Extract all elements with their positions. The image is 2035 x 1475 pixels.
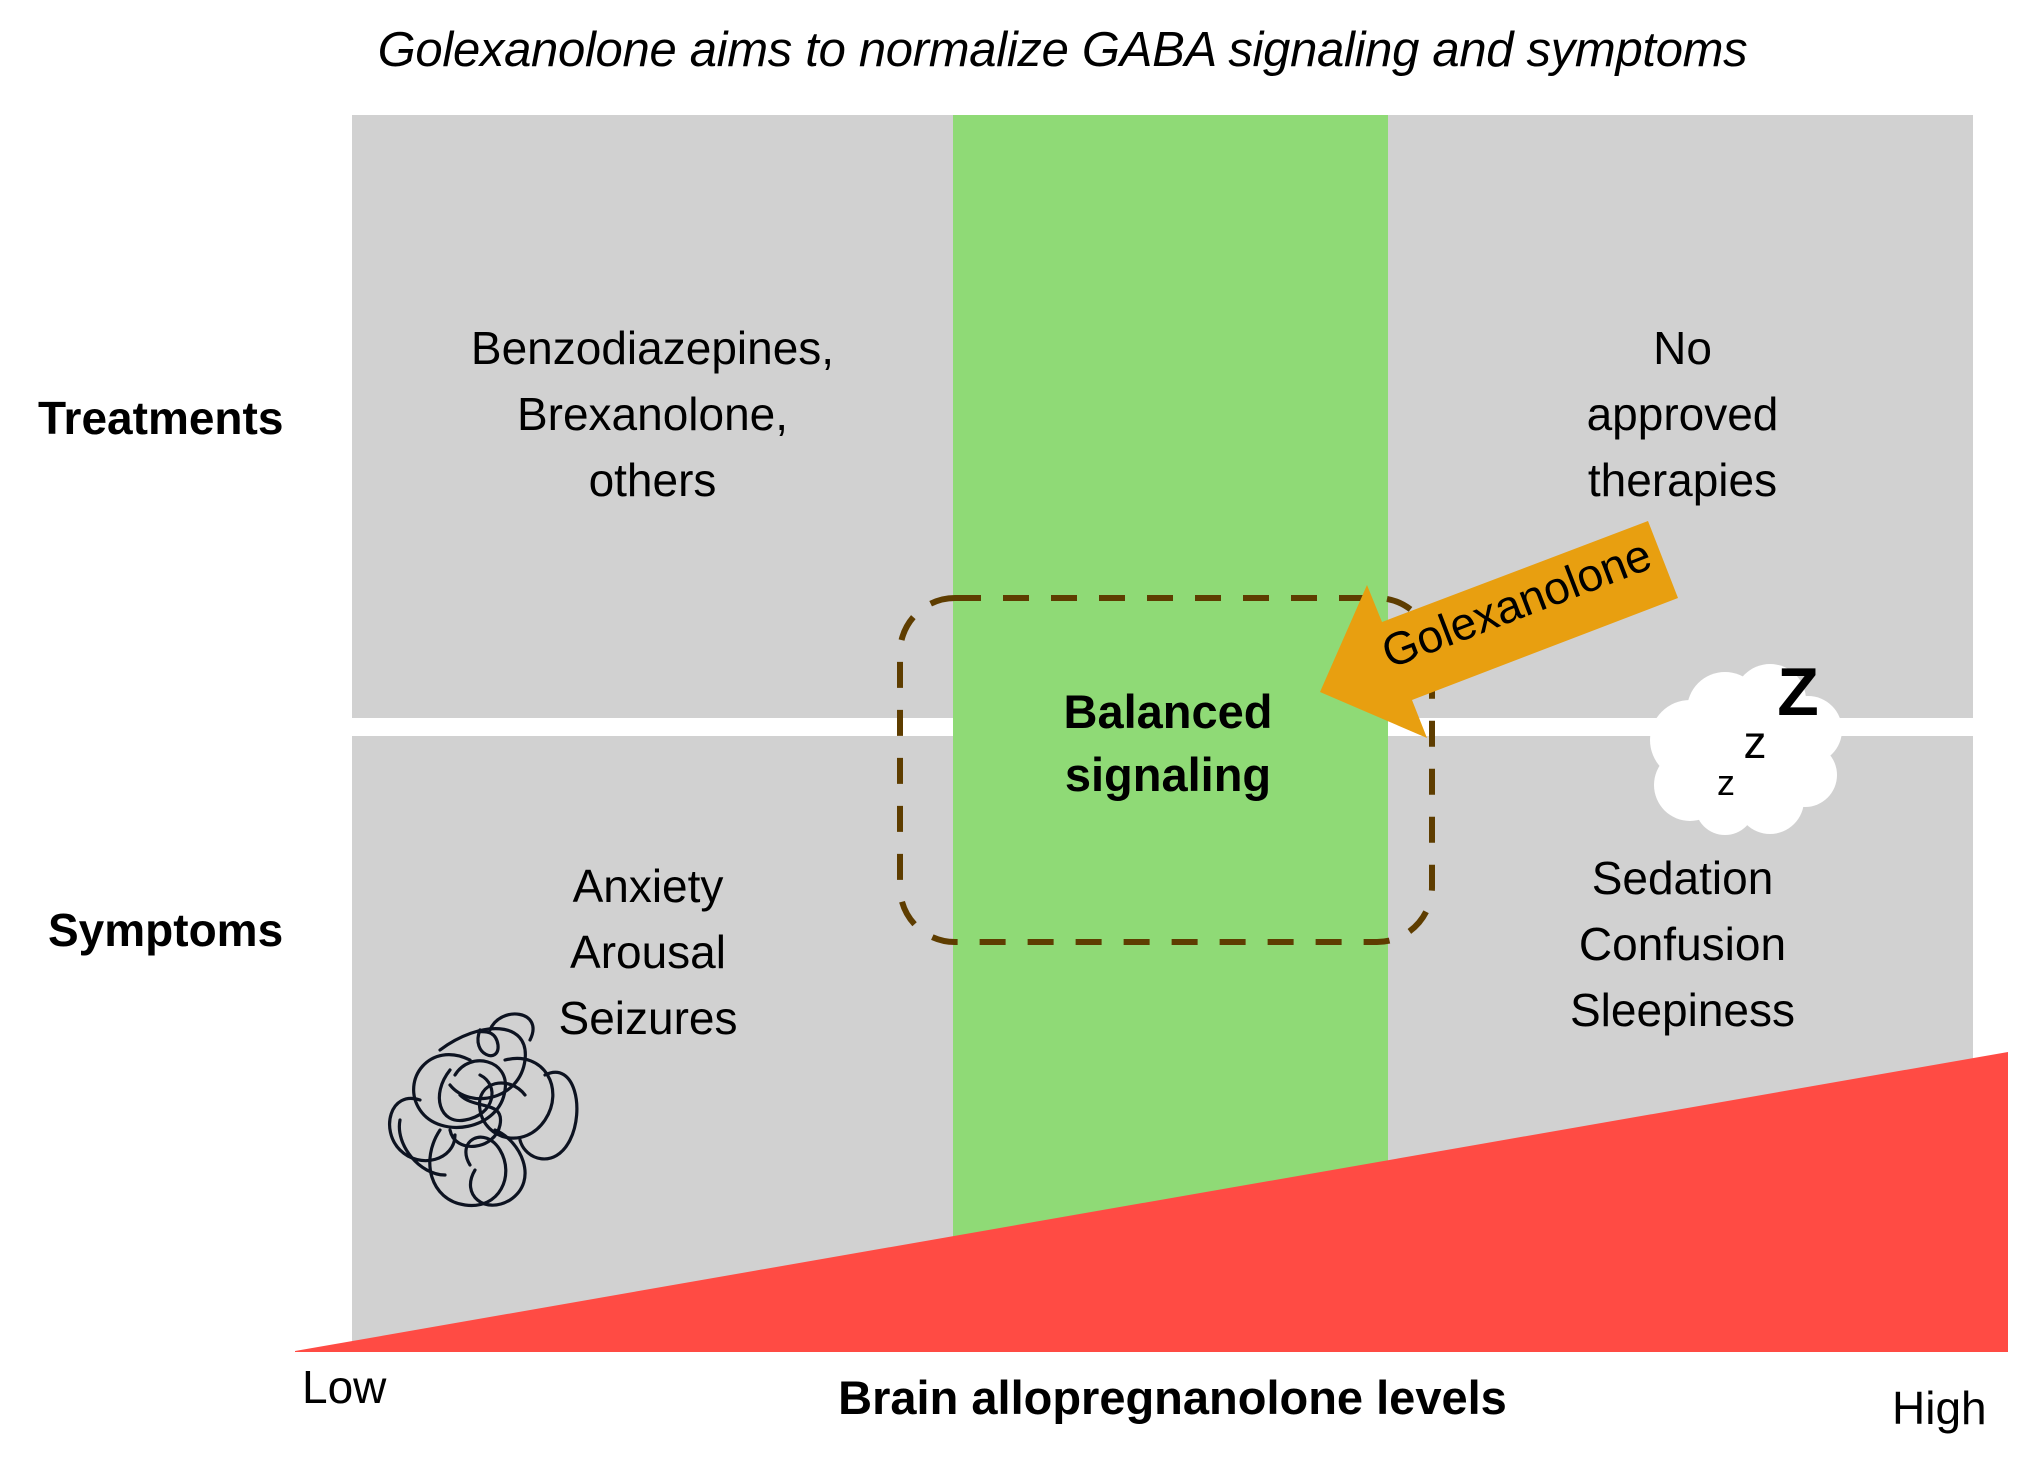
cell-line: Anxiety	[572, 860, 724, 912]
cell-high-treatments: No approved therapies	[1530, 315, 1835, 513]
diagram-title: Golexanolone aims to normalize GABA sign…	[377, 23, 1748, 77]
arrow-shape	[1320, 521, 1678, 738]
balanced-line: signaling	[1064, 748, 1272, 801]
tangled-scribble-icon	[388, 1012, 579, 1208]
cell-line: Benzodiazepines,	[470, 322, 835, 374]
sleep-z-small: z	[1717, 762, 1735, 803]
row-label-symptoms: Symptoms	[48, 904, 284, 956]
axis-title: Brain allopregnanolone levels	[838, 1371, 1507, 1424]
balanced-dashed-outline	[897, 595, 1435, 945]
level-ramp	[295, 1052, 2008, 1352]
balanced-signaling-label: Balanced signaling	[953, 680, 1383, 806]
cell-line: Sleepiness	[1569, 984, 1796, 1036]
sleep-z-medium: z	[1744, 716, 1767, 768]
cell-high-symptoms: Sedation Confusion Sleepiness	[1530, 845, 1835, 1043]
cell-line: therapies	[1587, 454, 1778, 506]
cell-line: Confusion	[1578, 918, 1787, 970]
row-label-treatments: Treatments	[38, 392, 284, 444]
sleep-z-large: Z	[1777, 654, 1819, 730]
axis-high-label: High	[1892, 1382, 1987, 1434]
cell-line: Sedation	[1591, 852, 1774, 904]
cell-low-treatments: Benzodiazepines, Brexanolone, others	[352, 315, 953, 513]
cell-line: approved	[1586, 388, 1779, 440]
cell-line: Arousal	[570, 926, 726, 978]
cell-line: Brexanolone,	[516, 388, 789, 440]
cell-line: Seizures	[558, 992, 738, 1044]
cell-line: No	[1653, 322, 1712, 374]
sleep-cloud-icon: z z Z	[1650, 654, 1842, 835]
balanced-column	[953, 115, 1388, 1351]
axis-low-label: Low	[302, 1361, 387, 1413]
cell-line: others	[588, 454, 717, 506]
balanced-line: Balanced	[1063, 685, 1273, 738]
cell-low-symptoms: Anxiety Arousal Seizures	[498, 853, 798, 1051]
cell-low-treatments-bg	[352, 115, 953, 718]
